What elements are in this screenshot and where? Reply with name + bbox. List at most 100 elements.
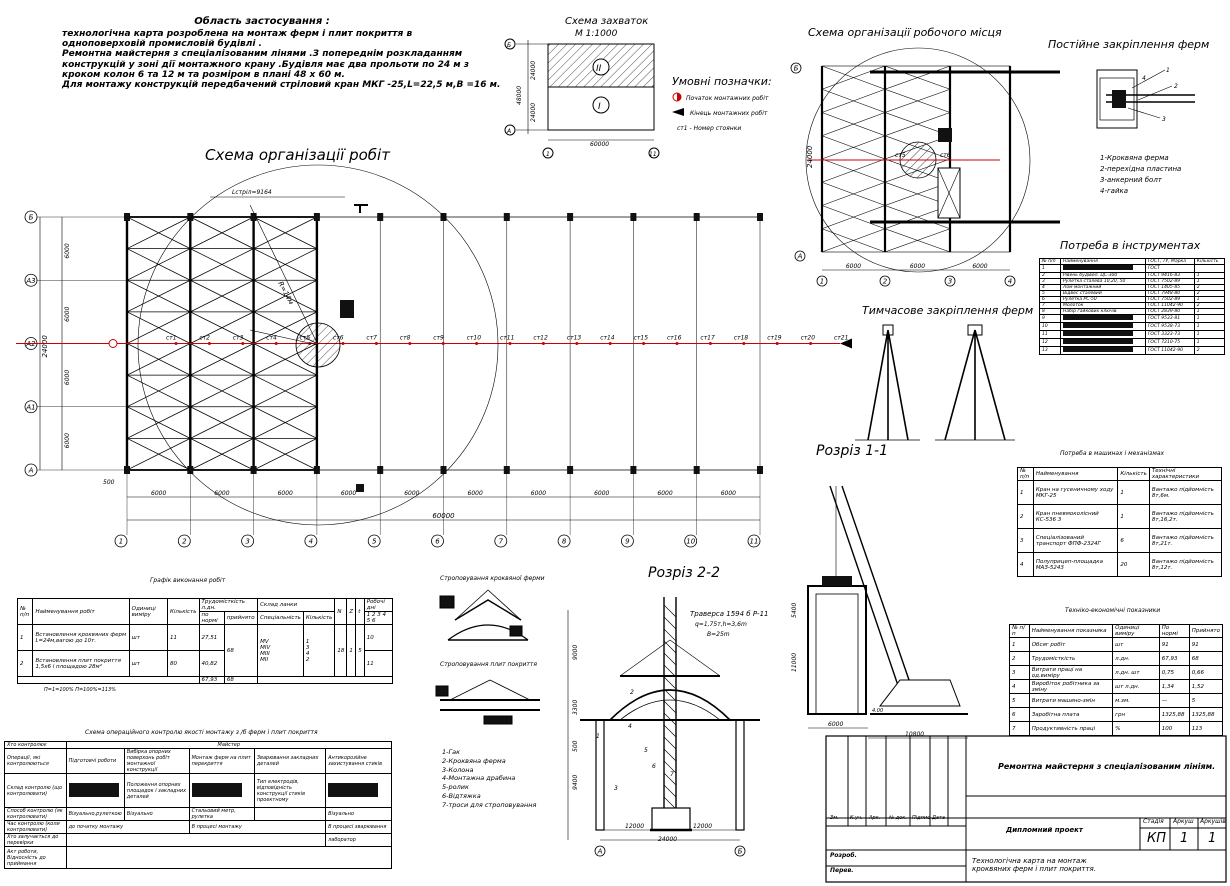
workplace-brace (821, 135, 886, 160)
workplace-dim: 6000 (910, 263, 925, 270)
scope-line: технологічна карта розроблена на монтаж … (62, 28, 413, 39)
plan-col-axis: 2 (182, 538, 187, 546)
plan-col-axis: 10 (686, 538, 695, 546)
sec22-mast-brace (663, 712, 677, 726)
plan-brace (190, 438, 254, 471)
plan-stand-mark (541, 342, 545, 345)
teo-cell: 1325,88 (1158, 707, 1190, 722)
workplace-brace (821, 205, 886, 230)
permanent-note: 3-анкерний болт (1100, 176, 1163, 184)
plan-row-axis-circle (24, 273, 38, 287)
plan-brace (190, 406, 254, 439)
workplace-bottom-axis-circle (1004, 275, 1016, 287)
works-scheme-title: Схема організації робіт (205, 146, 391, 164)
machines-cell: 2 (1017, 504, 1034, 529)
legend-end: Кінець монтажних робіт (690, 110, 768, 117)
grip-width: 60000 (590, 141, 609, 148)
plan-row-axis: Б (29, 214, 34, 222)
teo-cell: Продуктивність праці (1028, 721, 1114, 736)
plan-column (313, 213, 320, 221)
stamp-col-stage: Стадія (1143, 818, 1164, 825)
scope-line: Для монтажу конструкцій передбачений стр… (62, 80, 501, 91)
quality-cell: В процесі монтажу (188, 820, 327, 834)
redacted-block (68, 782, 119, 797)
plan-stand-mark (274, 342, 278, 345)
plan-column (503, 213, 510, 221)
sched-cell: 2 (16, 650, 34, 677)
plan-row-axis-circle (24, 210, 38, 224)
permanent-note: 4-гайка (1100, 187, 1128, 195)
section-2-2-title: Розріз 2-2 (648, 565, 720, 581)
teo-header: Прийнято (1188, 624, 1224, 638)
teo-cell: 5 (1009, 693, 1030, 708)
sec11-boom (829, 485, 906, 707)
redacted-block (1062, 265, 1133, 270)
machines-cell: Кран на гусеничному ходу МКГ-25 (1032, 480, 1119, 505)
quality-label: Хто залучається до перевірки (4, 833, 67, 847)
plan-span-dim: 6000 (657, 490, 672, 497)
sec22-mast-brace (663, 688, 677, 702)
sec22-mast-brace (663, 748, 677, 762)
sched-specialty: МIV (260, 644, 271, 651)
plan-row-dim: 6000 (64, 243, 71, 258)
teo-cell: грн (1112, 707, 1160, 722)
plan-span-dim: 6000 (531, 490, 546, 497)
quality-label: Операції, які контролюються (4, 748, 67, 774)
plan-stand-label: ст16 (667, 335, 682, 342)
plan-row-axis: А (28, 467, 34, 475)
tools-cell: ГОСТ 9538-73 (1144, 322, 1195, 331)
plan-brace (190, 343, 254, 376)
sling-truss-title: Строповування кроквяної ферми (440, 575, 545, 582)
workplace-brace (821, 88, 886, 113)
plan-col-axis: 5 (372, 538, 377, 546)
sched-cell: шт (128, 624, 169, 651)
plan-offset: 500 (103, 479, 115, 486)
sec22-callout: 4 (628, 723, 632, 730)
table-row: Акт роботи, Відносність до приймання (4, 846, 393, 869)
plan-col-axis-circle (621, 534, 634, 548)
plan-stand-label: ст12 (533, 335, 548, 342)
sched-header: Кількість (302, 611, 336, 625)
stamp-course: Дипломний проект (1006, 826, 1083, 834)
sec22-truss-inner (619, 699, 721, 721)
sling-slab-title: Строповування плит покриття (440, 661, 537, 668)
grip-scheme-title: Схема захваток (565, 16, 648, 27)
workplace-axis-a: А (797, 253, 803, 261)
plan-column (377, 213, 384, 221)
grip-axis-a: А (506, 128, 511, 135)
teo-title: Техніко-економічні показники (1065, 607, 1160, 614)
workplace-axis-b: Б (794, 65, 799, 73)
quality-cell (325, 773, 392, 808)
plan-span-dim: 6000 (151, 490, 166, 497)
sched-header: Трудомісткість л.дн. (198, 598, 259, 612)
schedule-title: Графік виконання робіт (150, 577, 226, 584)
permanent-callout: 3 (1162, 116, 1166, 123)
tools-cell: ГОСТ (1144, 264, 1195, 273)
machines-header: Кількість (1117, 467, 1150, 481)
plan-total-dim: 60000 (432, 512, 455, 520)
plan-stand-mark (742, 342, 746, 345)
sched-header: прийнято (223, 611, 259, 625)
plan-stand-label: ст9 (433, 335, 444, 342)
scope-line: Ремонтна майстерня з спеціалізованим лін… (62, 49, 463, 60)
plan-col-axis: 6 (435, 538, 440, 546)
machines-cell: 20 (1117, 552, 1150, 577)
sched-cell: 11 (167, 624, 200, 651)
grip-dim-1: 24000 (530, 61, 537, 80)
plan-stand-mark (809, 342, 813, 345)
machines-cell: Вантажо підйомність 8т,12т. (1148, 552, 1223, 577)
sched-empty (17, 676, 200, 684)
plan-row-axis-circle (24, 400, 38, 414)
stamp-sheet-title: Технологічна карта на монтаж кроквяних ф… (972, 857, 1096, 874)
plan-col-axis-circle (114, 534, 128, 548)
sched-header: Z (346, 598, 357, 625)
